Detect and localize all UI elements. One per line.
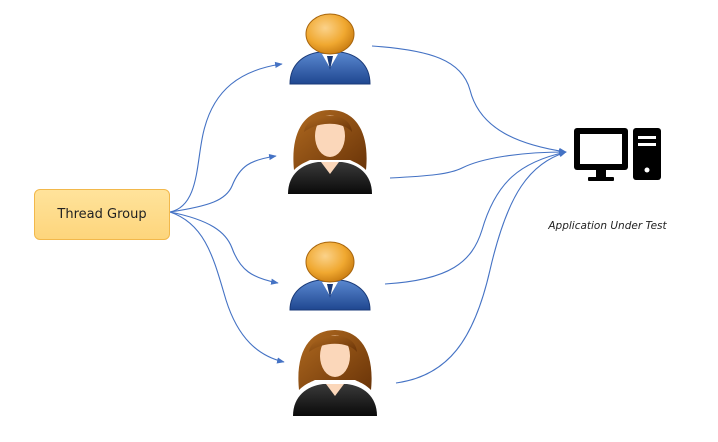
thread-group-box: Thread Group — [34, 189, 170, 240]
connector-user-3-app — [384, 150, 567, 285]
male-user-icon — [289, 13, 371, 85]
application-under-test-label: Application Under Test — [548, 220, 667, 232]
connector-user-2-app — [389, 148, 567, 179]
connectors-to-users — [169, 61, 285, 364]
connector-user-1-app — [371, 45, 567, 155]
female-user-icon — [288, 110, 372, 194]
male-user-icon — [289, 241, 371, 311]
connector-tg-user-3 — [169, 211, 279, 285]
connector-tg-user-4 — [169, 211, 285, 364]
connector-user-4-app — [395, 151, 567, 384]
connector-tg-user-1 — [169, 61, 283, 213]
desktop-computer-icon — [574, 128, 661, 181]
thread-group-label: Thread Group — [57, 207, 147, 222]
connector-tg-user-2 — [169, 154, 277, 213]
connectors-to-application — [371, 45, 567, 384]
female-user-icon — [293, 330, 377, 416]
